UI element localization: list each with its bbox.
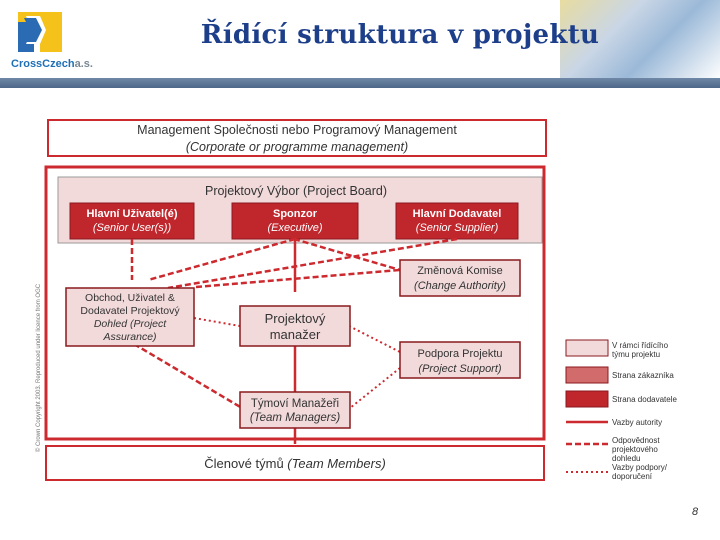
logo-text: CrossCzecha.s. bbox=[11, 58, 93, 70]
assurance-line4: Assurance) bbox=[102, 331, 156, 343]
logo-suffix: a.s. bbox=[74, 58, 93, 70]
header: CrossCzecha.s. Řídící struktura v projek… bbox=[0, 0, 720, 80]
assurance-line bbox=[167, 237, 458, 290]
team-managers-line2: (Team Managers) bbox=[250, 412, 341, 424]
legend-label: Strana dodavatele bbox=[612, 395, 677, 404]
page-number: 8 bbox=[692, 506, 699, 518]
connector-lines bbox=[130, 237, 458, 444]
project-manager-box: Projektový manažer bbox=[239, 305, 351, 347]
diagram-svg: Management Společnosti nebo Programový M… bbox=[44, 119, 677, 481]
legend-label: dohledu bbox=[612, 454, 640, 463]
logo-name: CrossCzech bbox=[11, 58, 75, 70]
support-line bbox=[349, 367, 401, 409]
team-managers-box: Týmoví Manažeři (Team Managers) bbox=[239, 391, 351, 429]
executive-line1: Sponzor bbox=[273, 208, 318, 220]
senior-user-box: Hlavní Uživatel(é) (Senior User(s)) bbox=[69, 202, 195, 240]
legend-item: Strana dodavatele bbox=[565, 390, 677, 408]
legend-label: V rámci řídícího bbox=[612, 341, 669, 350]
management-box: Management Společnosti nebo Programový M… bbox=[47, 119, 547, 157]
logo-mark-icon bbox=[18, 12, 62, 52]
legend-label: Odpovědnost bbox=[612, 436, 660, 445]
legend: V rámci řídícího týmu projektu Strana zá… bbox=[565, 339, 677, 481]
crossczech-logo: CrossCzecha.s. bbox=[0, 0, 93, 78]
legend-item: Odpovědnost projektového dohledu bbox=[566, 436, 660, 463]
board-title: Projektový Výbor (Project Board) bbox=[205, 184, 387, 198]
change-authority-box: Změnová Komise (Change Authority) bbox=[399, 259, 521, 297]
senior-supplier-box: Hlavní Dodavatel (Senior Supplier) bbox=[395, 202, 519, 240]
project-support-box: Podpora Projektu (Project Support) bbox=[399, 341, 521, 379]
project-manager-line2: manažer bbox=[270, 327, 321, 342]
legend-label: projektového bbox=[612, 445, 658, 454]
legend-label: doporučení bbox=[612, 472, 653, 481]
senior-user-line1: Hlavní Uživatel(é) bbox=[86, 208, 177, 220]
team-members-main: Členové týmů bbox=[204, 456, 287, 471]
legend-item: Vazby podpory/ doporučení bbox=[566, 463, 668, 481]
change-authority-line bbox=[293, 237, 401, 272]
team-members-label: Členové týmů (Team Members) bbox=[204, 456, 386, 471]
change-authority-line2: (Change Authority) bbox=[414, 280, 506, 292]
copyright-notice: © Crown Copyright 2003. Reproduced under… bbox=[29, 255, 42, 485]
legend-item: Strana zákazníka bbox=[565, 366, 674, 384]
assurance-line1: Obchod, Uživatel & bbox=[85, 292, 175, 304]
assurance-line2: Dodavatel Projektový bbox=[80, 305, 180, 317]
management-subtitle: (Corporate or programme management) bbox=[186, 140, 408, 154]
legend-item: V rámci řídícího týmu projektu bbox=[565, 339, 669, 359]
project-support-line1: Podpora Projektu bbox=[418, 348, 503, 360]
assurance-box: Obchod, Uživatel & Dodavatel Projektový … bbox=[65, 287, 195, 347]
assurance-line3: Dohled (Project bbox=[94, 318, 167, 330]
legend-item: Vazby autority bbox=[566, 418, 662, 427]
change-authority-line bbox=[195, 268, 401, 289]
project-structure-diagram: Management Společnosti nebo Programový M… bbox=[28, 112, 700, 492]
project-support-line2: (Project Support) bbox=[418, 363, 501, 375]
header-photo bbox=[560, 0, 720, 80]
assurance-line bbox=[147, 237, 296, 282]
legend-label: Strana zákazníka bbox=[612, 371, 674, 380]
senior-supplier-line2: (Senior Supplier) bbox=[416, 222, 499, 234]
legend-label: Vazby autority bbox=[612, 418, 662, 427]
executive-box: Sponzor (Executive) bbox=[231, 202, 359, 240]
change-authority-line1: Změnová Komise bbox=[417, 265, 503, 277]
header-band bbox=[0, 78, 720, 88]
executive-line2: (Executive) bbox=[267, 222, 322, 234]
senior-supplier-line1: Hlavní Dodavatel bbox=[413, 208, 502, 220]
copyright-text: © Crown Copyright 2003. Reproduced under… bbox=[36, 283, 42, 453]
legend-label: Vazby podpory/ bbox=[612, 463, 668, 472]
page-title: Řídící struktura v projektu bbox=[200, 20, 600, 50]
management-title: Management Společnosti nebo Programový M… bbox=[137, 123, 457, 137]
team-members-italic: (Team Members) bbox=[287, 456, 385, 471]
project-manager-line1: Projektový bbox=[265, 311, 326, 326]
senior-user-line2: (Senior User(s)) bbox=[93, 222, 172, 234]
assurance-line bbox=[133, 342, 243, 410]
team-members-box: Členové týmů (Team Members) bbox=[45, 445, 545, 481]
team-managers-line1: Týmoví Manažeři bbox=[251, 398, 339, 410]
legend-label: týmu projektu bbox=[612, 350, 660, 359]
